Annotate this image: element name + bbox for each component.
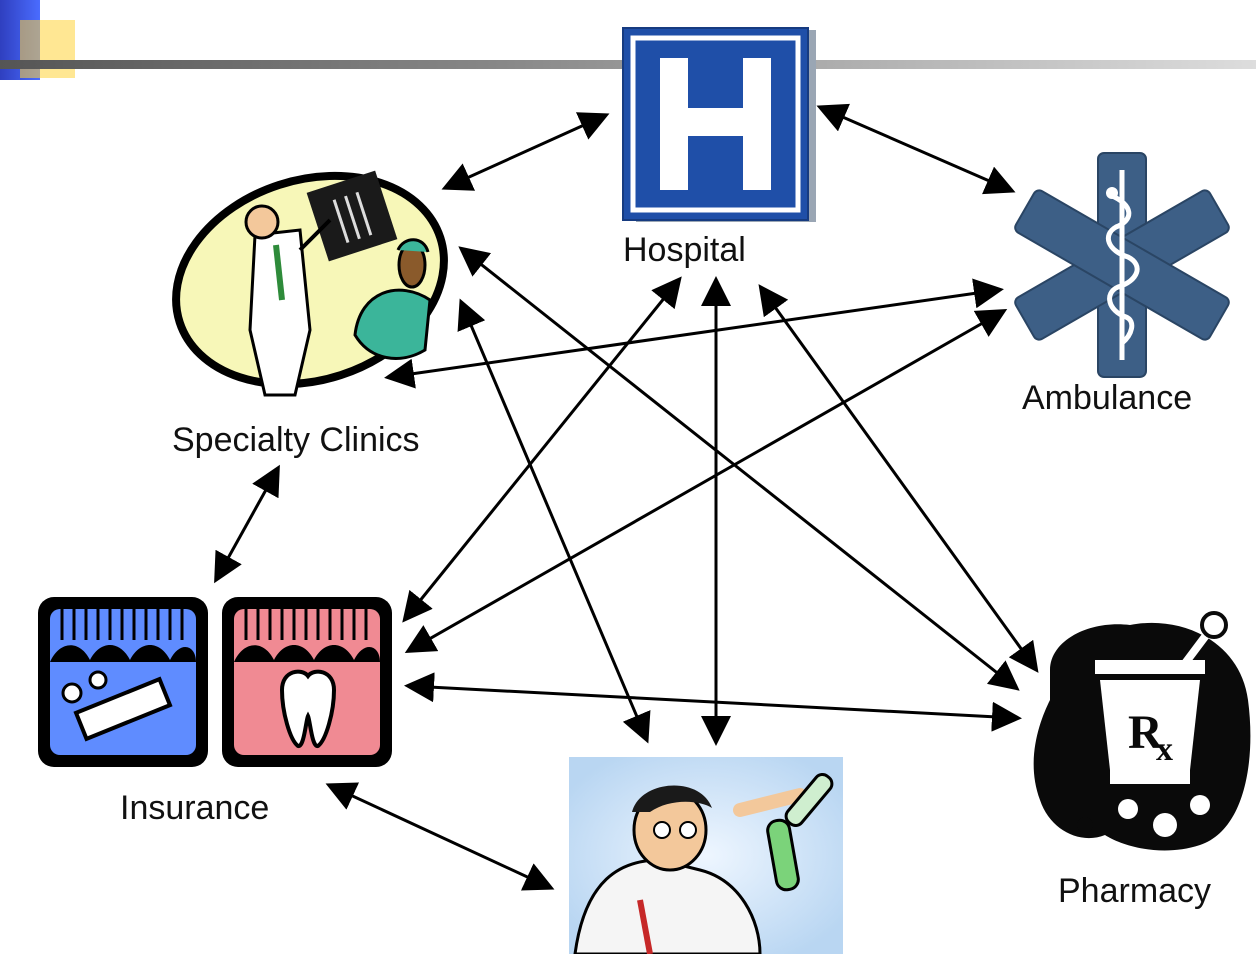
specialty-clinics-label: Specialty Clinics bbox=[172, 421, 420, 459]
svg-text:R: R bbox=[1128, 706, 1164, 759]
arrow-insurance-lab bbox=[325, 782, 555, 891]
arrow-clinics-insurance bbox=[214, 464, 280, 584]
clinic-doctor-icon bbox=[172, 170, 448, 397]
hospital-sign-icon bbox=[622, 27, 816, 222]
ambulance-label: Ambulance bbox=[1022, 379, 1193, 417]
lab-scientist-icon bbox=[569, 757, 843, 954]
arrow-clinics-ambulance bbox=[384, 278, 1004, 389]
arrow-hospital-ambulance bbox=[816, 103, 1016, 195]
svg-text:x: x bbox=[1156, 731, 1173, 768]
insurance-syringe-icon bbox=[38, 597, 208, 767]
pharmacy-mortar-icon: R x bbox=[1033, 611, 1251, 851]
arrow-clinics-pharmacy bbox=[458, 246, 1020, 691]
pharmacy-label: Pharmacy bbox=[1058, 872, 1212, 910]
arrow-hospital-insurance bbox=[402, 276, 682, 623]
arrow-clinics-hospital bbox=[441, 112, 610, 191]
arrow-insurance-pharmacy bbox=[404, 672, 1022, 732]
star-of-life-icon bbox=[1014, 152, 1230, 378]
arrow-clinics-lab bbox=[457, 298, 651, 744]
hospital-label: Hospital bbox=[623, 231, 746, 269]
connectors bbox=[214, 103, 1039, 891]
arrow-hospital-pharmacy bbox=[758, 284, 1039, 673]
insurance-label: Insurance bbox=[120, 789, 270, 827]
insurance-tooth-icon bbox=[222, 597, 392, 767]
